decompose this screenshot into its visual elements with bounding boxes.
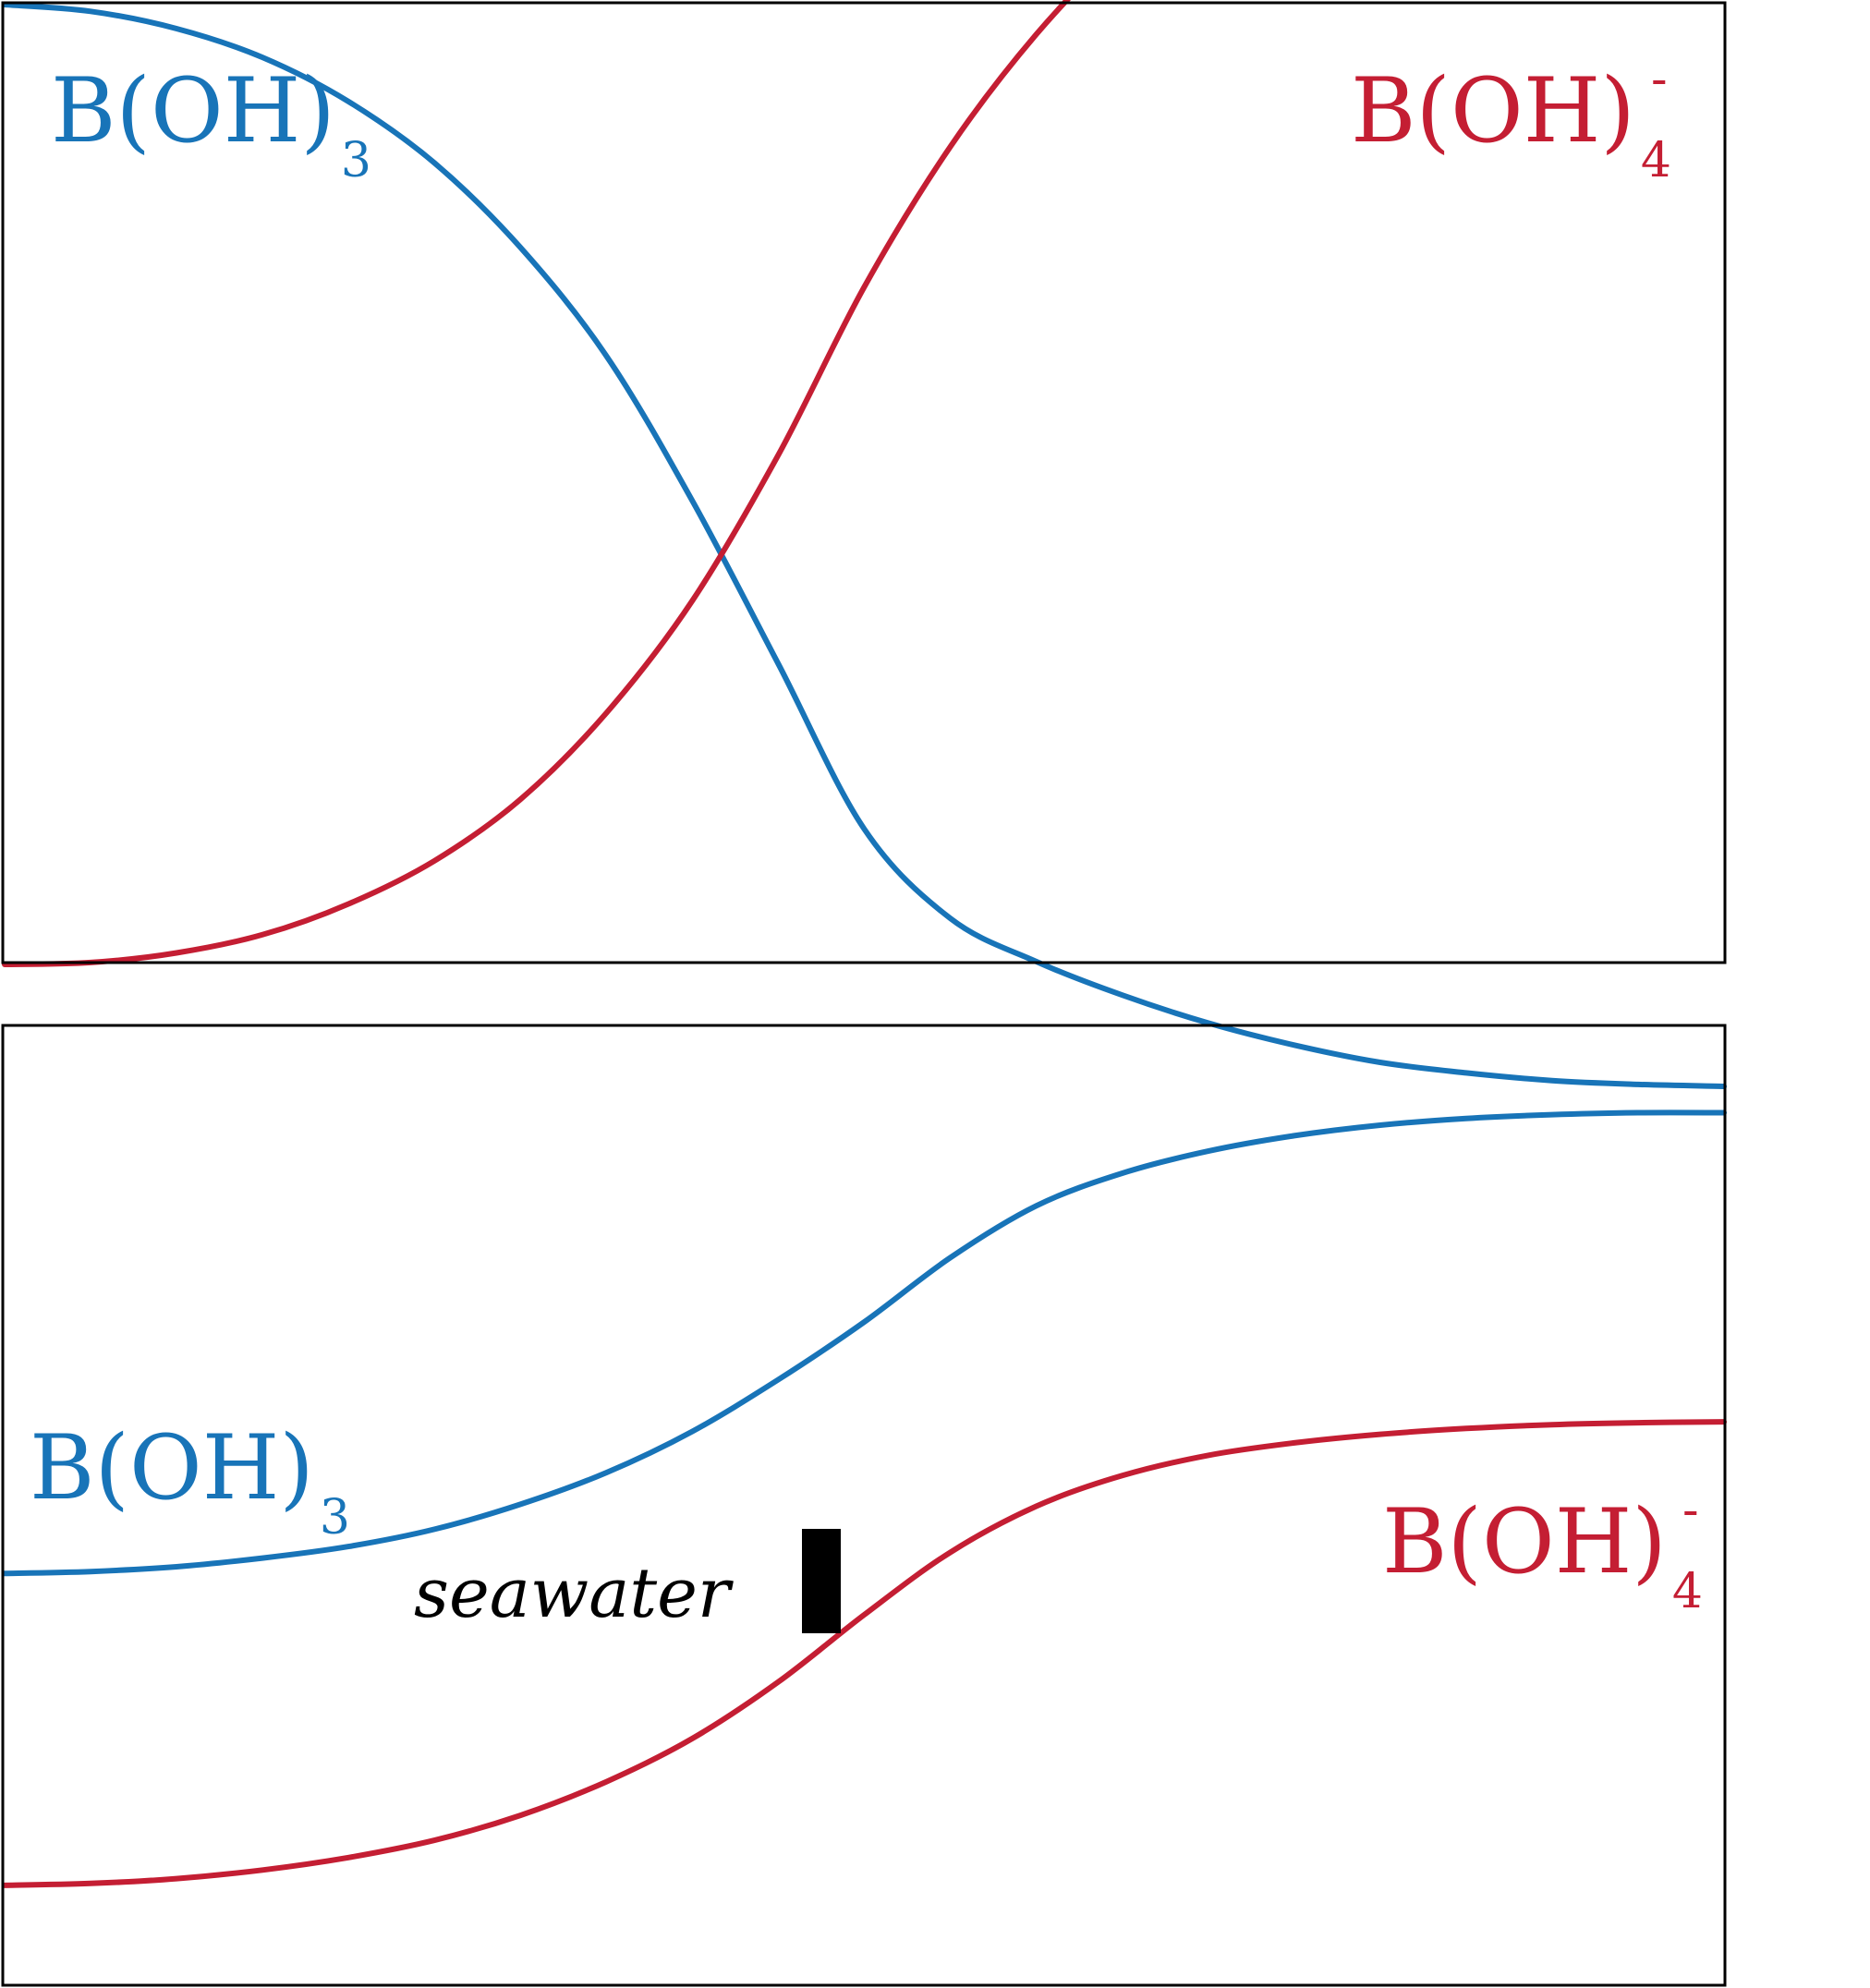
bottom-boh4-label: B(OH)4 - — [1382, 1483, 1703, 1619]
bottom-boh4-label-sub: 4 — [1672, 1564, 1703, 1619]
seawater-annotation: seawater — [414, 1554, 735, 1633]
bottom-boh4-label-base: B(OH) — [1382, 1490, 1667, 1594]
top-boh4-label-sup: - — [1651, 52, 1668, 107]
top-boh3-label-base: B(OH) — [51, 59, 335, 163]
bottom-boh3-label-base: B(OH) — [30, 1416, 314, 1520]
seawater-marker — [802, 1529, 841, 1633]
top-panel-frame — [1, 1, 1727, 964]
top-boh3-curve — [2, 2, 1727, 1089]
bottom-boh3-label: B(OH)3 — [30, 1416, 350, 1546]
top-boh4-label: B(OH)4 - — [1351, 52, 1671, 188]
bottom-panel-series-layer — [2, 1109, 1727, 1888]
top-boh4-curve — [2, 0, 1071, 967]
top-boh4-label-base: B(OH) — [1351, 59, 1635, 163]
bottom-panel: B(OH)3 B(OH)4- seawater — [1, 1024, 1727, 1987]
top-panel: B(OH)3 B(OH)4- — [1, 0, 1727, 1089]
bottom-boh3-curve — [2, 1109, 1727, 1577]
bottom-panel-frame — [1, 1024, 1727, 1987]
bottom-boh4-curve — [2, 1419, 1727, 1888]
top-panel-series-layer — [2, 0, 1727, 1089]
bottom-boh4-label-sup: - — [1682, 1483, 1699, 1538]
top-boh3-label: B(OH)3 — [51, 59, 371, 188]
top-boh3-label-sub: 3 — [341, 133, 371, 188]
top-boh4-label-sub: 4 — [1641, 133, 1671, 188]
bottom-boh3-label-sub: 3 — [320, 1490, 350, 1546]
